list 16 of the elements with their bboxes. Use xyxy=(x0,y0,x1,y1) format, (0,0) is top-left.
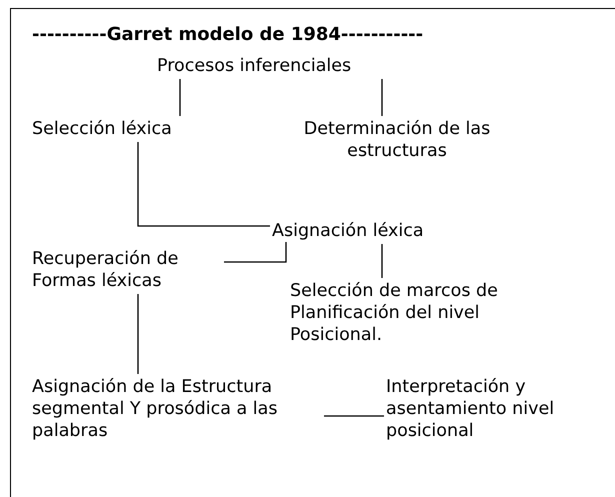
connector-line xyxy=(137,142,270,227)
diagram-title: ----------Garret modelo de 1984----------- xyxy=(32,24,424,46)
connector-line xyxy=(137,294,139,374)
node-text: Recuperación de Formas léxicas xyxy=(32,248,222,292)
connector-line xyxy=(381,79,383,116)
node-text: Selección de marcos de Planificación del nivel Posicional. xyxy=(290,280,552,346)
connector-line xyxy=(324,415,384,417)
node-text: Selección léxica xyxy=(32,118,232,140)
node-text: Procesos inferenciales xyxy=(157,55,427,77)
node-text: Asignación léxica xyxy=(272,220,482,242)
node-text: Asignación de la Estructura segmental Y prosódica a las palabras xyxy=(32,376,322,442)
node-text: Interpretación y asentamiento nivel posicional xyxy=(386,376,586,442)
connector-line xyxy=(381,244,383,278)
connector-line xyxy=(224,242,287,263)
connector-line xyxy=(179,79,181,116)
node-text: Determinación de las estructuras xyxy=(262,118,532,162)
